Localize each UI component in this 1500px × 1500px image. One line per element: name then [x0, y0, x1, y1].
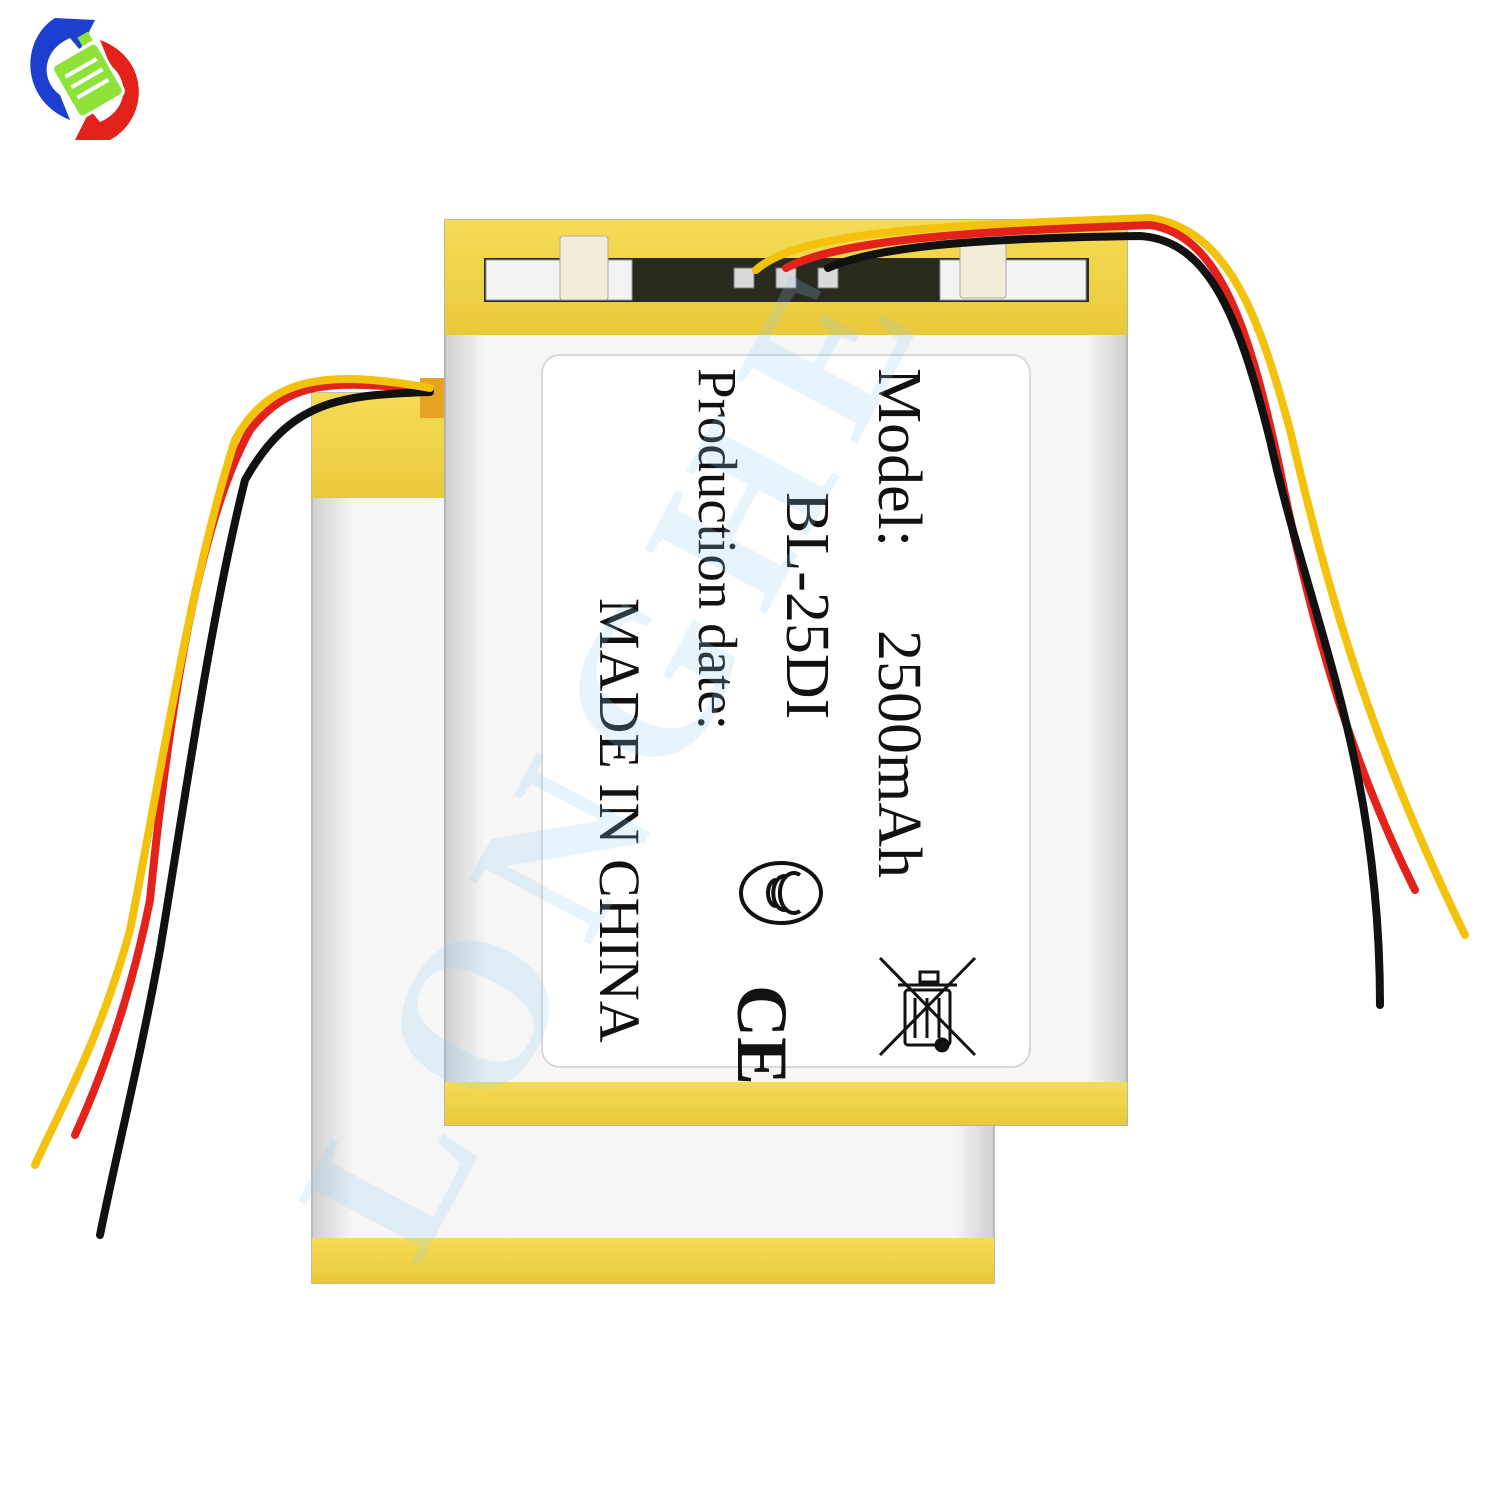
nickel-tab-left	[485, 259, 633, 301]
tab-clip-left	[559, 235, 609, 301]
back-wire-black	[96, 388, 434, 1239]
model-number: BL-25DI	[773, 492, 841, 720]
origin-label: MADE IN CHINA	[587, 598, 652, 1043]
back-bottom-tape	[312, 1238, 994, 1283]
front-bottom-tape	[445, 1082, 1127, 1125]
front-wire-black	[824, 231, 1384, 1009]
back-battery-wires	[31, 374, 434, 1239]
front-battery	[444, 219, 1128, 1126]
front-label-card	[541, 354, 1031, 1068]
capacity-label: 2500mAh	[865, 630, 933, 878]
front-battery-wires	[752, 213, 1469, 1009]
ce-mark: CE	[722, 985, 802, 1085]
front-wire-yellow	[752, 213, 1469, 939]
model-heading: Model:	[865, 368, 933, 548]
crossed-out-bin-icon	[878, 956, 977, 1057]
solder-pad-1	[733, 267, 755, 289]
back-wire-yellow	[31, 374, 434, 1169]
battery-swirl-logo-icon	[30, 18, 139, 140]
production-date-label: Production date:	[687, 368, 748, 731]
ccc-mark-icon	[739, 861, 823, 925]
